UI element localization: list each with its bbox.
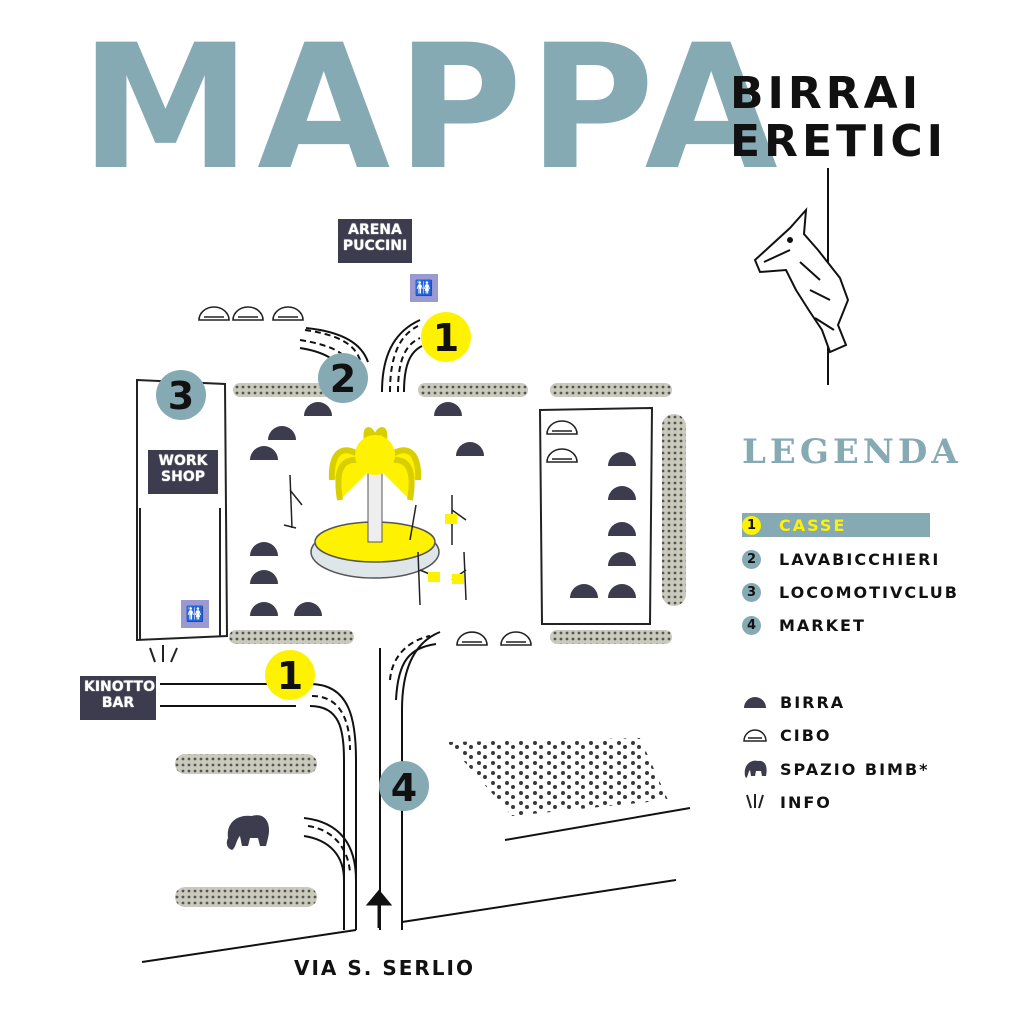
- marker-casse-top[interactable]: 1: [421, 312, 471, 362]
- legend-number: 4: [742, 615, 761, 635]
- legend-item-info: INFO: [742, 790, 832, 814]
- beer-stand[interactable]: [250, 602, 278, 616]
- street-name: VIA S. SERLIO: [294, 956, 475, 980]
- beer-stand[interactable]: [608, 486, 636, 500]
- food-stands: [198, 306, 578, 646]
- legend-label: LAVABICCHIERI: [779, 549, 941, 569]
- roads: [141, 631, 691, 963]
- kinotto-line-1: KINOTTO: [84, 679, 155, 695]
- legend-item-birra: BIRRA: [742, 690, 845, 714]
- legend-number: 2: [742, 549, 761, 569]
- beer-dome-icon: [742, 691, 768, 713]
- legend-item-locomotivclub: 3 LOCOMOTIVCLUB: [742, 580, 959, 604]
- food-stand[interactable]: [198, 306, 230, 321]
- marker-market[interactable]: 4: [379, 761, 429, 811]
- legend-item-cibo: CIBO: [742, 723, 832, 747]
- beer-stand[interactable]: [304, 402, 332, 416]
- info-rays-icon: [742, 791, 768, 813]
- beer-stand[interactable]: [456, 442, 484, 456]
- legend-item-casse: 1 CASSE: [742, 513, 930, 537]
- hedges: [175, 383, 686, 907]
- buildings: [136, 378, 654, 642]
- legend-label: CIBO: [780, 725, 832, 745]
- svg-text:1: 1: [277, 654, 303, 698]
- marker-lavabicchieri[interactable]: 2: [318, 353, 368, 403]
- food-stand[interactable]: [456, 631, 488, 646]
- beer-stand[interactable]: [570, 584, 598, 598]
- elephant-icon: [226, 815, 270, 850]
- legend-title: LEGENDA: [742, 432, 962, 472]
- toilet-icon: 🚻: [181, 600, 209, 628]
- wolf-illustration: [753, 168, 850, 385]
- workshop-line-2: SHOP: [161, 469, 205, 485]
- svg-text:1: 1: [433, 316, 459, 360]
- beer-stand[interactable]: [250, 570, 278, 584]
- kinotto-bar-label[interactable]: KINOTTO BAR: [80, 676, 156, 720]
- beer-stand[interactable]: [608, 552, 636, 566]
- brand-line-2: ERETICI: [730, 116, 948, 167]
- legend-label: MARKET: [779, 615, 866, 635]
- beer-stand[interactable]: [608, 584, 636, 598]
- food-stand[interactable]: [500, 631, 532, 646]
- legend-label: INFO: [780, 792, 832, 812]
- marker-casse-bottom[interactable]: 1: [265, 650, 315, 700]
- north-arrow-icon: [365, 889, 393, 928]
- fountain-illustration: [310, 427, 440, 579]
- kinotto-line-2: BAR: [101, 695, 135, 711]
- food-dome-icon: [742, 724, 768, 746]
- legend-item-market: 4 MARKET: [742, 613, 866, 637]
- arena-puccini-label[interactable]: ARENA PUCCINI: [338, 219, 412, 263]
- food-stand[interactable]: [546, 448, 578, 463]
- elephant-icon: [742, 758, 768, 780]
- food-stand[interactable]: [546, 420, 578, 435]
- legend-label: SPAZIO BIMB*: [780, 759, 930, 779]
- svg-text:2: 2: [330, 357, 356, 401]
- arena-line-1: ARENA: [348, 222, 402, 238]
- workshop-line-1: WORK: [158, 453, 208, 469]
- brand-name: BIRRAI ERETICI: [730, 70, 947, 166]
- legend-item-lavabicchieri: 2 LAVABICCHIERI: [742, 547, 940, 571]
- legend-label: BIRRA: [780, 692, 846, 712]
- page-title: MAPPA: [80, 7, 784, 208]
- toilet-icon: 🚻: [410, 274, 438, 302]
- beer-stand[interactable]: [608, 452, 636, 466]
- beer-stands: [250, 402, 636, 616]
- legend-number: 1: [742, 515, 761, 535]
- vineyard: [447, 738, 668, 816]
- info-icon: [149, 645, 178, 663]
- beer-stand[interactable]: [294, 602, 322, 616]
- brand-line-1: BIRRAI: [730, 68, 923, 119]
- svg-text:3: 3: [168, 374, 194, 418]
- legend-number: 3: [742, 582, 761, 602]
- beer-stand[interactable]: [250, 542, 278, 556]
- beer-stand[interactable]: [608, 522, 636, 536]
- beer-stand[interactable]: [434, 402, 462, 416]
- legend-label: CASSE: [779, 515, 847, 535]
- marker-locomotivclub[interactable]: 3: [156, 370, 206, 420]
- food-stand[interactable]: [272, 306, 304, 321]
- workshop-label[interactable]: WORK SHOP: [148, 450, 218, 494]
- food-stand[interactable]: [232, 306, 264, 321]
- legend-label: LOCOMOTIVCLUB: [779, 582, 959, 602]
- arena-line-2: PUCCINI: [342, 238, 408, 254]
- beer-stand[interactable]: [250, 446, 278, 460]
- svg-text:4: 4: [391, 766, 417, 810]
- beer-stand[interactable]: [268, 426, 296, 440]
- legend-item-spazio-bimbi: SPAZIO BIMB*: [742, 757, 930, 781]
